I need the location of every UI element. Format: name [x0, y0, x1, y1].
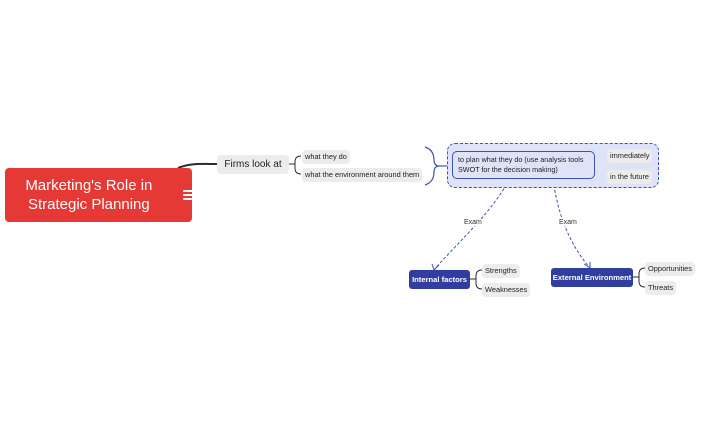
- relation-label-exam-left[interactable]: Exam: [463, 219, 483, 226]
- topic-what-they-do[interactable]: what they do: [302, 150, 350, 164]
- topic-external-environment[interactable]: External Environment: [551, 268, 633, 287]
- topic-opportunities[interactable]: Opportunities: [645, 262, 695, 276]
- connector-root-firms: [177, 162, 218, 169]
- topic-weaknesses[interactable]: Weaknesses: [482, 283, 531, 297]
- relation-label-exam-right[interactable]: Exam: [558, 219, 578, 226]
- connector-external-bracket: [638, 267, 646, 288]
- topic-immediately[interactable]: immediately: [607, 149, 653, 163]
- topic-firms-look-at[interactable]: Firms look at: [217, 155, 289, 174]
- connector-firms-bracket: [294, 155, 302, 175]
- topic-in-the-future[interactable]: in the future: [607, 170, 653, 184]
- connector-group-brace: [424, 146, 439, 186]
- topic-threats[interactable]: Threats: [645, 281, 677, 295]
- topic-strengths[interactable]: Strengths: [482, 264, 520, 278]
- menu-lines-icon[interactable]: [182, 189, 196, 201]
- connector-internal-bracket: [475, 269, 483, 290]
- relation-line-external: [552, 179, 591, 269]
- topic-internal-factors[interactable]: Internal factors: [409, 270, 470, 289]
- topic-plan-what-they-do[interactable]: to plan what they do (use analysis tools…: [452, 151, 595, 179]
- arrowhead-internal: [431, 263, 440, 271]
- root-title: Marketing's Role in Strategic Planning: [25, 177, 153, 213]
- topic-what-the-environment[interactable]: what the environment around them: [302, 168, 423, 182]
- arrowhead-external: [583, 262, 591, 269]
- relation-line-internal: [433, 179, 510, 271]
- root-topic[interactable]: Marketing's Role in Strategic Planning: [5, 168, 196, 222]
